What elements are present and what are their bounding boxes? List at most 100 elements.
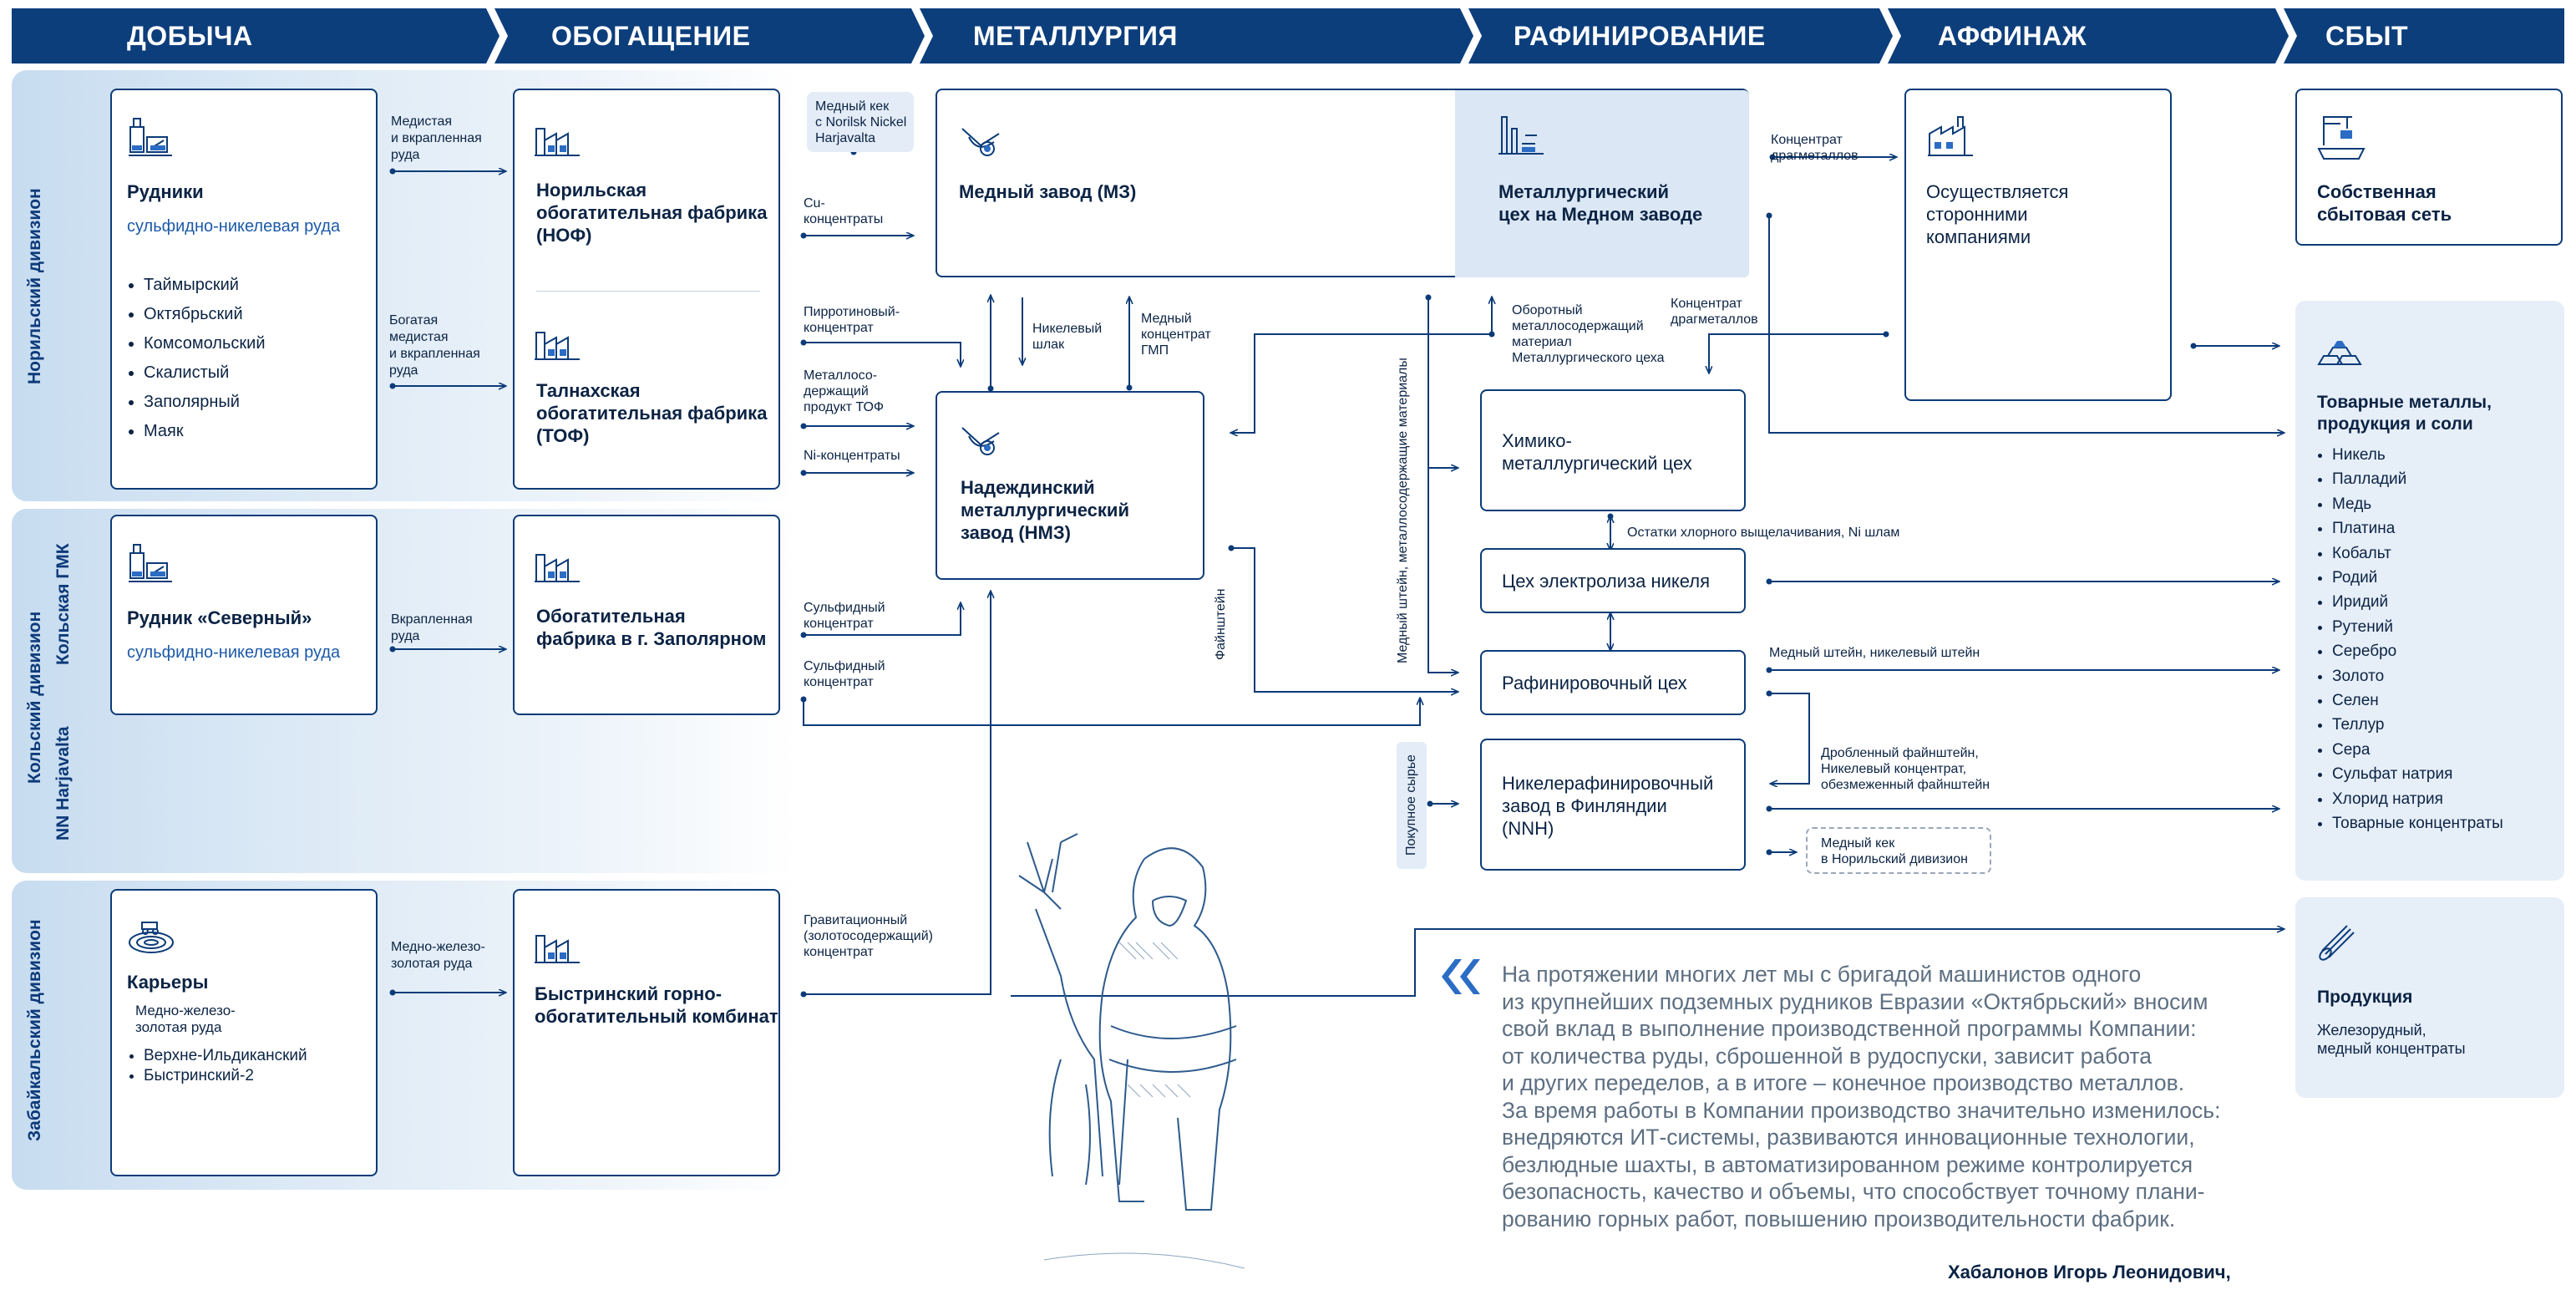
mining-zab-box: Карьеры Медно-железо- золотая руда Верхн… [110, 889, 378, 1176]
flow-label-line: Гравитационный [804, 913, 908, 927]
flow-label-line: в Норильский дивизион [1821, 852, 1968, 866]
flow-label-line: с Norilsk Nickel [815, 115, 907, 130]
list-item: Товарные концентраты [2332, 811, 2503, 835]
nof-title-3: (НОФ) [536, 225, 592, 246]
ingots-icon [2317, 341, 2362, 365]
mining-kola-title: Рудник «Северный» [127, 607, 312, 628]
affinage-title-2: сторонними [1926, 204, 2028, 225]
flow-label-line: Никелевый концентрат, [1821, 762, 1967, 776]
flow-label-line: концентрат [804, 617, 874, 631]
ore-label-line: руда [389, 363, 418, 378]
quote-line: За время работы в Компании производство … [1502, 1097, 2221, 1123]
products-sub-1: Железорудный, [2317, 1022, 2426, 1039]
bystrinsky-title-1: Быстринский горно- [535, 983, 723, 1004]
stage-concentration-label: ОБОГАЩЕНИЕ [551, 21, 751, 51]
mining-kola-subtitle: сульфидно-никелевая руда [127, 643, 341, 662]
met-shop-panel: Металлургический цех на Медном заводе [1455, 90, 1749, 277]
pipes-icon [2319, 925, 2355, 961]
refinery-title: Рафинировочный цех [1502, 673, 1687, 693]
list-item: Сера [2332, 738, 2503, 762]
quote-line: безопасность, качество и объемы, что спо… [1502, 1179, 2205, 1204]
purchased-label: Покупное сырье [1404, 754, 1418, 856]
quote-line: свой вклад в выполнение производственной… [1502, 1016, 2197, 1041]
flow-label-line: Ni-концентраты [804, 449, 900, 463]
affinage-title-1: Осуществляется [1926, 181, 2069, 202]
products-panel: Продукция Железорудный, медный концентра… [2295, 897, 2564, 1098]
zapolyarny-title-1: Обогатительная [536, 606, 686, 627]
quote-line: и других переделов, а в итоге – конечное… [1502, 1070, 2185, 1095]
tof-title-2: обогатительная фабрика [536, 403, 768, 424]
mine-icon [129, 118, 172, 156]
nnh-title-3: (NNH) [1502, 818, 1554, 839]
flow-label-line: драгметаллов [1771, 149, 1858, 163]
ore-label-line: руда [391, 629, 420, 643]
stage-mining: ДОБЫЧА [12, 8, 499, 63]
met-shop-title-2: цех на Медном заводе [1498, 204, 1703, 225]
flow-label-line: Медный [1141, 312, 1192, 326]
stage-refining-label: РАФИНИРОВАНИЕ [1514, 21, 1766, 51]
zapolyarny-title-2: фабрика в г. Заполярном [536, 628, 767, 649]
sales-network-title-1: Собственная [2317, 181, 2437, 202]
ore-label-line: и вкрапленная [389, 347, 480, 361]
concentration-zab-box: Быстринский горно- обогатительный комбин… [513, 889, 780, 1176]
factory-icon [535, 935, 580, 963]
metals-title-1: Товарные металлы, [2317, 393, 2492, 412]
flow-label-line: концентрат [804, 945, 874, 959]
flow-label-line: Harjavalta [815, 131, 876, 145]
tof-title-1: Талнахская [536, 380, 641, 401]
sales-network-box: Собственная сбытовая сеть [2295, 89, 2563, 246]
stage-mining-label: ДОБЫЧА [127, 21, 253, 51]
quote-line: внедряются ИТ-системы, развиваются иннов… [1502, 1125, 2195, 1150]
flow-label-line: Сульфидный [804, 601, 885, 615]
flow-label-line: Оборотный [1512, 303, 1583, 317]
ore-label-line: Вкрапленная [391, 612, 473, 627]
flow-label-line: Концентрат [1671, 297, 1742, 311]
nmz-title-3: завод (НМЗ) [961, 522, 1071, 543]
factory-icon [535, 554, 580, 582]
flow-label-line: ГМП [1141, 343, 1169, 358]
cu-cake-tag: Медный кек с Norilsk Nickel Harjavalta [807, 92, 914, 152]
mining-kola-box: Рудник «Северный» сульфидно-никелевая ру… [110, 515, 378, 715]
flow-label-line: Дробленный файнштейн, [1821, 746, 1979, 760]
quote-author: Хабалонов Игорь Леонидович, [1948, 1262, 2231, 1282]
refinery-box: Рафинировочный цех [1480, 650, 1746, 715]
nnh-title-2: завод в Финляндии [1502, 795, 1667, 816]
list-item: Селен [2332, 688, 2503, 713]
sales-network-title-2: сбытовая сеть [2317, 204, 2452, 225]
factory-icon [535, 332, 580, 360]
list-item: Никель [2332, 443, 2503, 467]
matte-vertical-label: Медный штейн, металлосодержащие материал… [1396, 358, 1410, 663]
flow-label-line: шлак [1032, 338, 1065, 352]
nnh-box: Никелерафинировочный завод в Финляндии (… [1480, 739, 1746, 871]
flow-label-line: Металлургического цеха [1512, 351, 1665, 365]
smelting-icon [961, 427, 1000, 455]
stage-sales-label: СБЫТ [2325, 21, 2408, 51]
stage-refining: РАФИНИРОВАНИЕ [1468, 8, 1893, 63]
quote-line: из крупнейших подземных рудников Евразии… [1502, 988, 2208, 1014]
electrolysis-box: Цех электролиза никеля [1480, 548, 1746, 613]
nmz-box: Надеждинский металлургический завод (НМЗ… [936, 391, 1204, 580]
list-item: Сульфат натрия [2332, 762, 2503, 786]
flow-label-line: Медный кек [1821, 836, 1895, 851]
list-item: Таймырский [144, 271, 266, 300]
list-item: Заполярный [144, 388, 266, 417]
port-crane-icon [2317, 116, 2366, 160]
concentration-kola-box: Обогатительная фабрика в г. Заполярном [513, 515, 780, 715]
plant-icon [1928, 116, 1973, 156]
mining-norilsk-box: Рудники сульфидно-никелевая руда Таймырс… [110, 89, 378, 490]
ore-label-line: Медно-железо- [391, 940, 485, 954]
affinage-box: Осуществляется сторонними компаниями [1904, 89, 2172, 401]
list-item: Кобальт [2332, 541, 2503, 566]
mining-zab-subtitle-1: Медно-железо- [135, 1003, 236, 1018]
nof-title-2: обогатительная фабрика [536, 202, 768, 223]
met-shop-title-1: Металлургический [1498, 181, 1670, 202]
quarry-icon [129, 922, 174, 953]
flow-label-line: концентрат [1141, 328, 1211, 342]
flow-label-line: Пирротиновый- [804, 305, 900, 319]
mine-icon [129, 544, 172, 582]
metals-panel: Товарные металлы, продукция и соли Никел… [2295, 301, 2564, 881]
cu-cake-out-box: Медный кек в Норильский дивизион [1806, 827, 1991, 874]
copper-plant-title: Медный завод (МЗ) [959, 181, 1137, 202]
mining-zab-title: Карьеры [127, 972, 209, 993]
chem-title-2: металлургический цех [1502, 453, 1692, 474]
